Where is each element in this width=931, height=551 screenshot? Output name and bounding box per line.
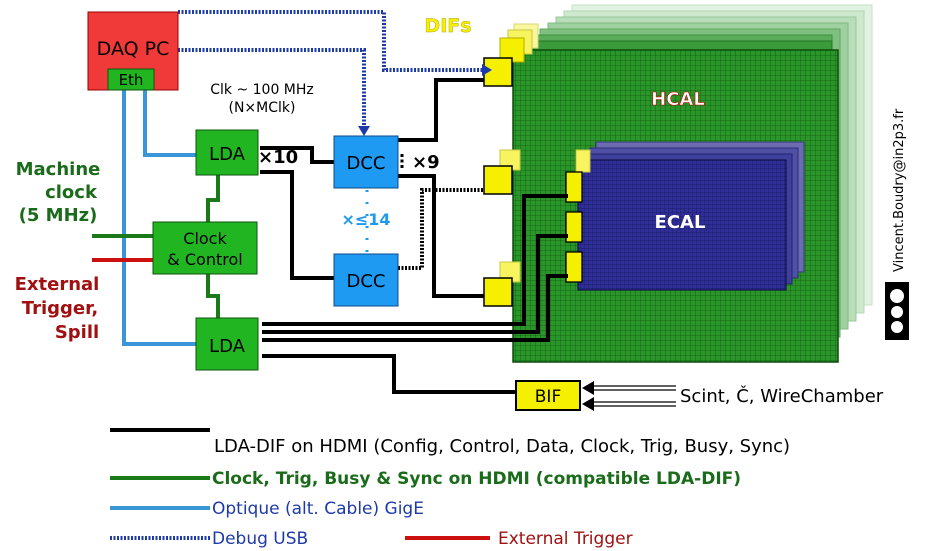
difs-label: DIFs	[424, 15, 471, 37]
bif-box	[515, 380, 581, 411]
clk-note-line2: (N×MClk)	[229, 100, 296, 116]
bif-arrow-1	[582, 381, 594, 395]
daq-pc-title: DAQ PC	[97, 38, 170, 60]
dif-ecal-stack	[565, 149, 591, 283]
dcc-dif-dotted	[398, 188, 484, 270]
green-links	[92, 172, 220, 318]
dif-stack-mid	[483, 149, 521, 195]
eth-box	[107, 68, 155, 91]
nc-icon	[891, 321, 903, 333]
legend-blue-label: Optique (alt. Cable) GigE	[212, 499, 424, 519]
legend-black-label: LDA-DIF on HDMI (Config, Control, Data, …	[214, 436, 790, 457]
legend-red-label: External Trigger	[498, 529, 633, 549]
dif-ecal-2	[565, 211, 583, 243]
ext-trigger-line3: Spill	[55, 322, 99, 343]
legend-green-label: Clock, Trig, Busy & Sync on HDMI (compat…	[212, 469, 741, 489]
dcc-bottom-box	[333, 253, 399, 307]
lda-bottom-label: LDA	[209, 336, 246, 357]
cc-icon	[890, 289, 904, 303]
dif-hcal-bottom	[483, 277, 513, 307]
dcc-top-label: DCC	[347, 153, 386, 174]
machine-clock-line1: Machine	[16, 159, 101, 180]
credit-label: Vincent.Boudry@in2p3.fr	[892, 108, 907, 272]
optical-links	[122, 90, 196, 346]
lda-top-label: LDA	[209, 144, 246, 165]
clk-note-line1: Clk ~ 100 MHz	[210, 82, 314, 98]
bif-inputs-label: Scint, Č, WireChamber	[680, 385, 884, 407]
dif-ecal-3	[565, 251, 583, 283]
dcc-bottom-label: DCC	[347, 271, 386, 292]
x9-label: ×9	[412, 152, 440, 173]
ecal-front-layer	[577, 159, 787, 291]
eth-label: Eth	[119, 71, 144, 89]
usb-links	[178, 10, 482, 128]
dif-hcal-mid	[483, 165, 513, 195]
machine-clock-line2: clock	[45, 182, 98, 203]
ecal-stack	[577, 141, 805, 291]
bif-label: BIF	[535, 387, 561, 407]
hdmi-links	[260, 78, 568, 394]
dif-ecal-1	[565, 171, 583, 203]
ext-trigger-line1: External	[15, 274, 100, 295]
x14-label: ×≤14	[341, 210, 390, 229]
ecal-label: ECAL	[655, 212, 706, 233]
usb-arrow-dcc	[358, 126, 370, 136]
ext-trigger-line2: Trigger,	[22, 298, 98, 319]
bif-inputs	[590, 385, 676, 407]
clock-control-box	[152, 221, 258, 275]
lda-bottom-box	[195, 317, 259, 371]
legend-lines	[110, 428, 490, 540]
lda-top-box	[195, 129, 259, 176]
hcal-label: HCAL	[651, 89, 705, 110]
dif-stack-bottom	[483, 261, 521, 307]
clock-control-line1: Clock	[183, 229, 227, 248]
dcc-top-box	[333, 135, 399, 189]
legend-usb-label: Debug USB	[212, 529, 308, 549]
clock-control-line2: & Control	[167, 250, 242, 269]
by-icon	[891, 306, 903, 318]
bif-arrow-2	[582, 397, 594, 411]
x10-label: ×10	[258, 147, 298, 168]
machine-clock-line3: (5 MHz)	[19, 205, 98, 226]
usb-arrow-dif	[482, 64, 492, 76]
